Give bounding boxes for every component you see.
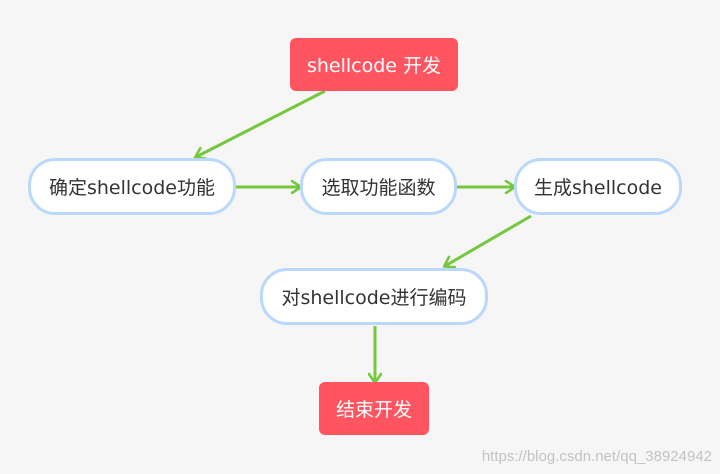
node-generate-shellcode[interactable]: 生成shellcode: [514, 158, 682, 215]
node-encode-shellcode[interactable]: 对shellcode进行编码: [260, 268, 488, 325]
edge-generate-shellcode-to-encode-shellcode: [445, 214, 532, 266]
node-define-function-label: 确定shellcode功能: [48, 177, 215, 199]
node-generate-shellcode-label: 生成shellcode: [533, 177, 662, 199]
edge-start-to-define-function: [196, 89, 326, 157]
watermark-text: https://blog.csdn.net/qq_38924942: [481, 448, 712, 465]
node-select-functions[interactable]: 选取功能函数: [300, 158, 457, 215]
node-start-label: shellcode 开发: [306, 55, 442, 77]
node-select-functions-label: 选取功能函数: [321, 177, 436, 199]
node-define-function[interactable]: 确定shellcode功能: [28, 158, 236, 215]
node-encode-shellcode-label: 对shellcode进行编码: [281, 287, 467, 309]
node-end-label: 结束开发: [335, 399, 412, 421]
node-end[interactable]: 结束开发: [319, 382, 429, 435]
node-start[interactable]: shellcode 开发: [290, 38, 458, 91]
